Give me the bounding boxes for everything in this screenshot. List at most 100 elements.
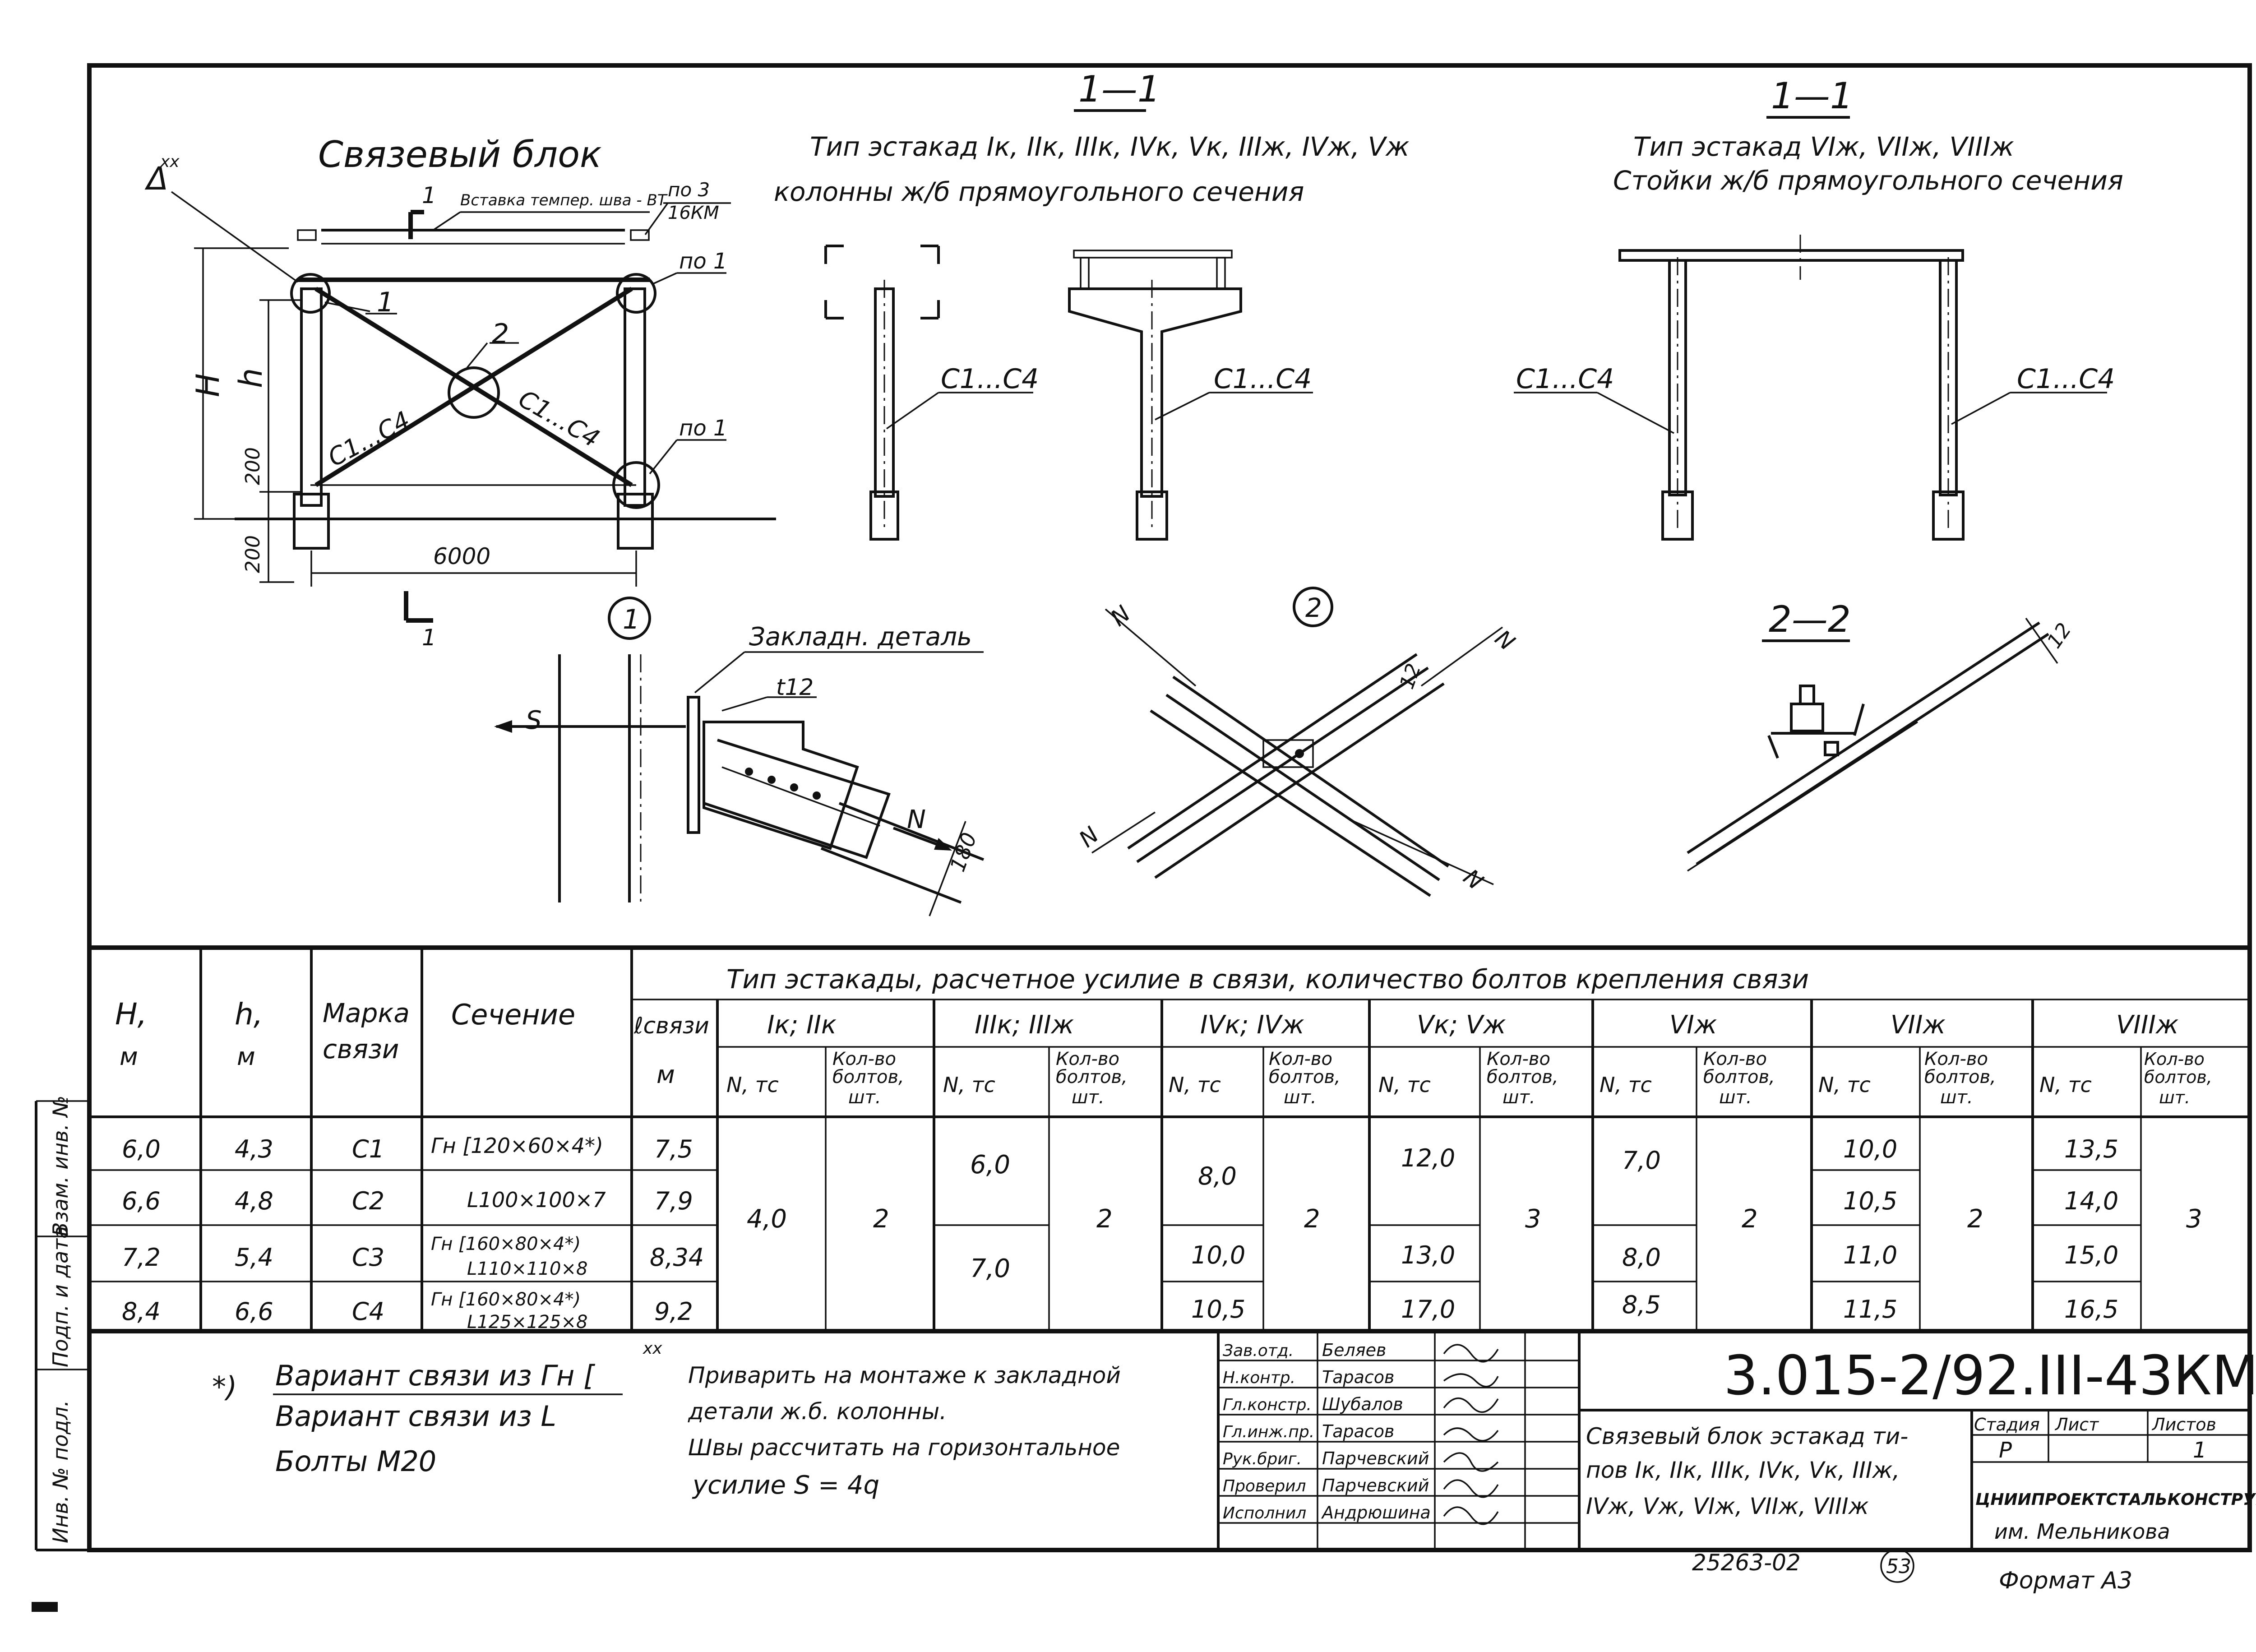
g1-N: 4,0 [747,1204,787,1234]
section-2-2: 2—2 12 [1687,598,2076,872]
note-weld-2: детали ж.б. колонны. [688,1398,947,1425]
node1-label: 1 [623,604,640,635]
per-1-bottom: по 1 [679,416,727,441]
note-variant-1: Вариант связи из Гн [ [275,1359,596,1392]
signature-marks [1443,1344,1499,1525]
sec11-left-line1: Тип эстакад Iк, IIк, IIIк, IVк, Vк, IIIж… [810,131,1410,162]
node-1-detail: 1 Закладн. деталь t12 S N 180 [494,597,985,916]
g5-N-b: 8,0 [1622,1243,1661,1272]
th-qty3-g7: шт. [2159,1087,2190,1107]
note-star: *) [212,1370,237,1403]
th-sub-g4: N, тс Кол-во болтов, шт. [1378,1049,1558,1108]
g6-N-c: 11,0 [1843,1241,1897,1269]
g1-qty: 2 [873,1204,889,1234]
table-row: 8,4 6,6 С4 Гн [160×80×4*) L125×125×8 9,2 [122,1289,693,1333]
stamp-sheet-head: Лист [2054,1415,2099,1435]
cell-mark: С2 [352,1187,384,1215]
force-N-node1: N [907,805,926,834]
th-group-g7: VIIIж [2116,1010,2178,1040]
cell-length: 7,9 [654,1187,693,1215]
note-variant-2: Вариант связи из L [275,1400,556,1433]
title-block: Зав.отд. Н.контр. Гл.констр. Гл.инж.пр. … [1217,1331,2256,1594]
node-circle-middle [448,366,500,419]
th-group-g5: VIж [1669,1010,1717,1040]
page-number: 53 [1886,1555,1911,1578]
right-column [624,287,646,507]
g3-qty: 2 [1304,1204,1320,1234]
cell-H: 8,4 [122,1297,161,1326]
bracing-block-title: Связевый блок [318,134,601,176]
per-1-top: по 1 [679,249,727,274]
th-qty-g5: Кол-во [1703,1049,1767,1069]
th-group-g3: IVк; IVж [1200,1010,1304,1040]
g6-qty: 2 [1967,1204,1983,1234]
g7-N-c: 15,0 [2064,1241,2118,1269]
g5-N-a: 7,0 [1622,1146,1661,1175]
delta-sup: xx [160,153,180,171]
cell-h: 4,8 [235,1187,273,1215]
margin-inv-replace: Взам. инв. № [48,1096,73,1236]
g5-N-c: 8,5 [1622,1291,1661,1319]
th-H-unit: м [120,1042,138,1071]
g4-N-a: 12,0 [1401,1144,1455,1172]
th-mark-2: связи [323,1034,399,1064]
data-table: Н, м h, м Марка связи Сечение ℓсвязи м Т… [89,945,2250,1333]
g6-N-a: 10,0 [1843,1135,1897,1163]
force-N-br: N [1458,864,1488,895]
cut-1-bottom: 1 [422,625,436,651]
cell-H: 6,0 [122,1135,161,1163]
g4-qty: 3 [1525,1204,1541,1234]
cell-section-2: L110×110×8 [467,1259,587,1279]
section-1-1-left: 1—1 Тип эстакад Iк, IIк, IIIк, IVк, Vк, … [774,68,1410,541]
stamp-name-4: Тарасов [1322,1421,1394,1441]
th-n-g6: N, тс [1818,1073,1871,1097]
th-qty-g1: Кол-во [832,1049,896,1069]
note-bolts: Болты М20 [275,1445,436,1478]
cell-section-2: L100×100×7 [467,1188,606,1212]
th-sub-g2: N, тс Кол-во болтов, шт. [943,1049,1128,1108]
sec22-title: 2—2 [1769,598,1851,640]
th-sub-g7: N, тс Кол-во болтов, шт. [2039,1049,2212,1107]
stamp-role-3: Гл.констр. [1223,1396,1312,1414]
node-circle-top-right [616,273,656,314]
diagonal-brace-2 [314,287,633,487]
stamp-role-2: Н.контр. [1223,1369,1295,1387]
node-circle-top-left [290,273,331,314]
sec11-left-label-b: С1...С4 [1214,363,1312,395]
stamp-sheets-head: Листов [2151,1415,2216,1435]
g7-N-a: 13,5 [2064,1135,2118,1163]
bracing-block-elevation: Связевый блок Н h [144,134,776,651]
th-H: Н, [115,997,147,1032]
g7-N-d: 16,5 [2064,1295,2118,1323]
cell-H: 6,6 [122,1187,161,1215]
th-n-g7: N, тс [2039,1073,2092,1097]
section-1-1-right: 1—1 Тип эстакад VIж, VIIж, VIIIж Стойки … [1514,75,2123,541]
th-length-unit: м [656,1060,675,1089]
cell-section-1: Гн [160×80×4*) [431,1234,581,1254]
stamp-sheets: 1 [2193,1438,2207,1463]
g4-N-c: 17,0 [1401,1295,1455,1323]
th-qty2-g5: болтов, [1703,1067,1775,1087]
g2-N-b: 7,0 [970,1254,1010,1283]
cell-mark: С1 [352,1135,384,1163]
stamp-stage: Р [1999,1438,2012,1463]
th-qty-g7: Кол-во [2144,1049,2205,1069]
thickness-t12: t12 [776,674,814,700]
sec11-right-label-b: С1...С4 [2017,363,2115,395]
node2-label: 2 [1305,592,1322,623]
cell-section-1: Гн [120×60×4*) [431,1134,603,1158]
cut-1-mark: 1 [422,182,436,208]
cell-length: 8,34 [650,1243,704,1272]
dim-200-upper: 200 [241,447,264,485]
th-n-g5: N, тс [1600,1073,1652,1097]
corner-mark [32,1602,58,1612]
stamp-role-4: Гл.инж.пр. [1223,1423,1314,1441]
g2-qty: 2 [1096,1204,1113,1234]
th-qty3-g1: шт. [848,1087,881,1108]
th-qty3-g2: шт. [1072,1087,1105,1108]
table-row: 6,0 4,3 С1 Гн [120×60×4*) 7,5 [122,1134,693,1163]
note-xx: xx [643,1339,662,1358]
th-length: ℓсвязи [633,1013,709,1039]
stamp-stage-head: Стадия [1974,1415,2040,1435]
